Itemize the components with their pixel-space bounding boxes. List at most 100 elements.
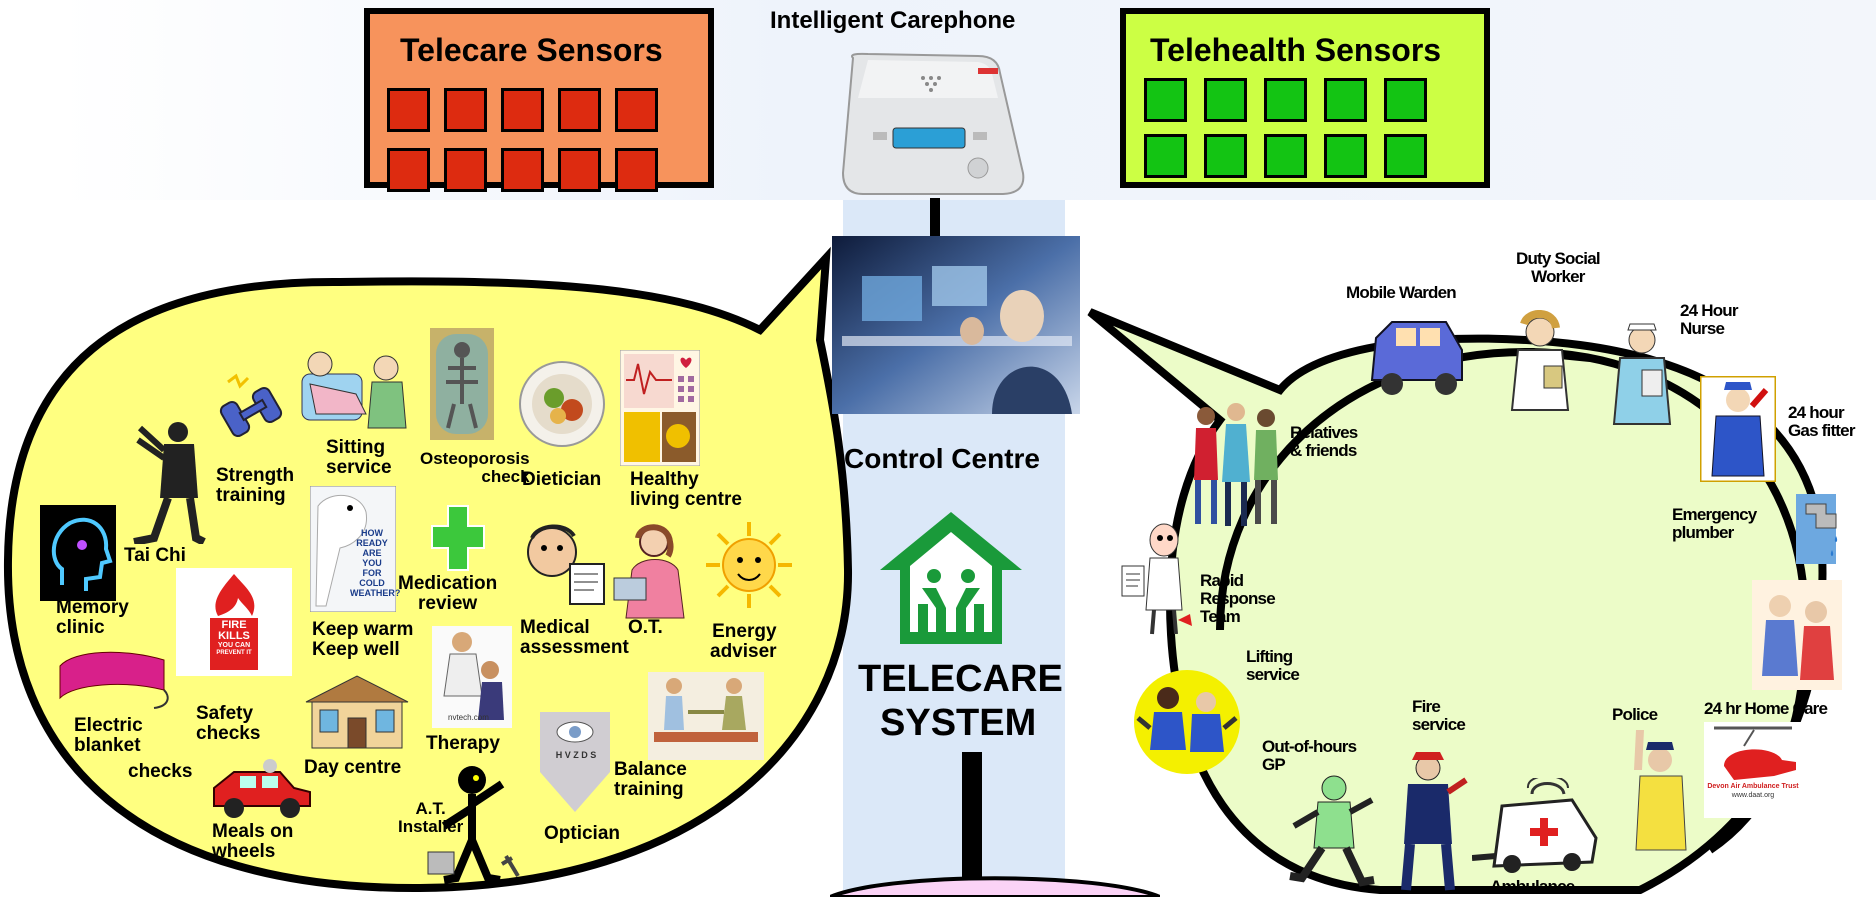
day-centre-building-icon (305, 675, 409, 749)
telehealth-sensor-square (1384, 134, 1427, 178)
fire-poster-line-3: YOU CAN (217, 642, 251, 649)
air-ambulance-icon (1704, 722, 1802, 818)
tai-chi-icon (133, 422, 206, 544)
fire-poster-line-4: PREVENT IT (216, 650, 252, 656)
label-rapid-response-team: Rapid Response Team (1200, 571, 1276, 626)
label-ot: O.T. (628, 617, 663, 638)
label-memory-clinic: Memory clinic (56, 597, 129, 638)
label-osteoporosis-check: Osteoporosis check (420, 449, 530, 486)
telehealth-sensor-square (1324, 78, 1367, 122)
skeleton-icon (430, 328, 494, 440)
telecare-sensor-square (387, 88, 430, 132)
electric-blanket-icon (59, 651, 169, 709)
telehealth-sensors-title: Telehealth Sensors (1150, 32, 1442, 68)
firefighter-icon (1401, 752, 1468, 891)
label-medication-review: Medication review (398, 573, 498, 614)
telehealth-sensors-box: Telehealth Sensors (1120, 8, 1490, 188)
label-healthy-living-centre: Healthy living centre (630, 469, 742, 510)
label-safety-checks: Safety checks (196, 703, 261, 744)
pharmacy-cross-icon (431, 505, 485, 571)
warden-car-icon (1370, 321, 1463, 395)
ambulance-icon (1472, 778, 1598, 873)
telehealth-sensor-square (1324, 134, 1367, 178)
label-out-of-hours-gp: Out-of-hours GP (1262, 737, 1357, 774)
poster-line-7: WEATHER? (350, 588, 401, 598)
telecare-sensor-square (444, 88, 487, 132)
nurse-icon (1612, 323, 1672, 425)
telecare-sensor-square (558, 88, 601, 132)
sitting-service-icon (301, 351, 407, 429)
telecare-system-line1: TELECARE (858, 658, 1063, 700)
poster-line-2: READY (356, 538, 388, 548)
label-fire-service: Fire service (1412, 697, 1466, 734)
label-24-hr-home-care: 24 hr Home Care (1704, 699, 1828, 718)
telecare-house-logo (880, 512, 1022, 644)
label-tai-chi: Tai Chi (124, 545, 186, 566)
brain-head-icon (40, 505, 116, 601)
air-ambulance-url: www.daat.org (1731, 792, 1775, 799)
police-officer-icon (1634, 730, 1687, 851)
label-lifting-service: Lifting service (1246, 647, 1300, 684)
connector-system-down (962, 752, 982, 892)
telehealth-sensor-square (1144, 134, 1187, 178)
telehealth-sensor-square (1204, 78, 1247, 122)
label-electric-blanket-checks: checks (128, 761, 193, 782)
label-emergency-plumber: Emergency plumber (1672, 505, 1757, 542)
telecare-sensor-square (387, 148, 430, 192)
label-relatives-friends: Relatives & friends (1290, 423, 1358, 460)
label-strength-training: Strength training (216, 465, 295, 506)
telehealth-sensor-square (1144, 78, 1187, 122)
label-mobile-warden: Mobile Warden (1346, 283, 1457, 302)
label-sitting-service: Sitting service (326, 437, 392, 478)
label-electric-blanket: Electric blanket (74, 715, 143, 756)
control-centre-photo (832, 236, 1080, 414)
label-ambulance: Ambulance (1490, 877, 1575, 896)
label-day-centre: Day centre (304, 757, 402, 778)
label-balance-training: Balance training (614, 759, 687, 800)
social-worker-icon (1510, 310, 1570, 411)
cold-weather-poster-icon (310, 486, 396, 612)
label-meals-on-wheels: Meals on wheels (212, 821, 294, 862)
telecare-sensor-square (558, 148, 601, 192)
poster-line-6: COLD (359, 578, 385, 588)
label-medical-assessment: Medical assessment (520, 617, 629, 658)
label-optician: Optician (544, 823, 621, 844)
therapy-site-text: nvtech.com (448, 713, 489, 722)
label-keep-warm: Keep warm Keep well (312, 619, 414, 660)
doctor-icon (527, 524, 605, 605)
poster-line-4: YOU (362, 558, 382, 568)
client-home-bubble (830, 876, 1160, 897)
label-therapy: Therapy (426, 733, 500, 754)
installer-figure-icon (427, 766, 520, 884)
telecare-sensor-square (615, 88, 658, 132)
telehealth-sensor-square (1264, 78, 1307, 122)
telecare-system-line2: SYSTEM (880, 702, 1037, 744)
carephone-title: Intelligent Carephone (770, 7, 1016, 34)
rapid-response-icon (1121, 523, 1192, 635)
label-24-hour-gas-fitter: 24 hour Gas fitter (1788, 403, 1855, 440)
telecare-sensor-square (615, 148, 658, 192)
fire-poster-line-2: KILLS (218, 630, 250, 642)
telecare-sensors-title: Telecare Sensors (400, 32, 663, 68)
telecare-sensor-square (501, 148, 544, 192)
relatives-friends-icon (1194, 403, 1278, 526)
fire-kills-poster-text: FIRE KILLS YOU CAN PREVENT IT (210, 620, 258, 657)
eye-chart-icon (540, 712, 610, 812)
telecare-sensor-square (501, 88, 544, 132)
air-ambulance-caption: Devon Air Ambulance Trust www.daat.org (1704, 782, 1802, 800)
cold-weather-poster-text: HOW READY ARE YOU FOR COLD WEATHER? (350, 528, 401, 598)
poster-line-3: ARE (362, 548, 382, 558)
sun-icon (706, 522, 792, 608)
telehealth-sensor-square (1264, 134, 1307, 178)
telecare-sensors-box: Telecare Sensors (364, 8, 714, 192)
plumber-tap-icon (1796, 494, 1838, 564)
fire-poster-line-1: FIRE (221, 619, 247, 631)
lifting-service-icon (1134, 670, 1240, 774)
healthy-living-icon (620, 350, 700, 466)
meals-on-wheels-car-icon (213, 759, 311, 818)
dumbbell-icon (219, 373, 283, 438)
telehealth-sensor-square (1384, 78, 1427, 122)
fire-kills-poster-icon (176, 568, 292, 676)
eye-chart-letters: H V Z D S (555, 750, 597, 760)
air-ambulance-name: Devon Air Ambulance Trust (1707, 783, 1799, 790)
